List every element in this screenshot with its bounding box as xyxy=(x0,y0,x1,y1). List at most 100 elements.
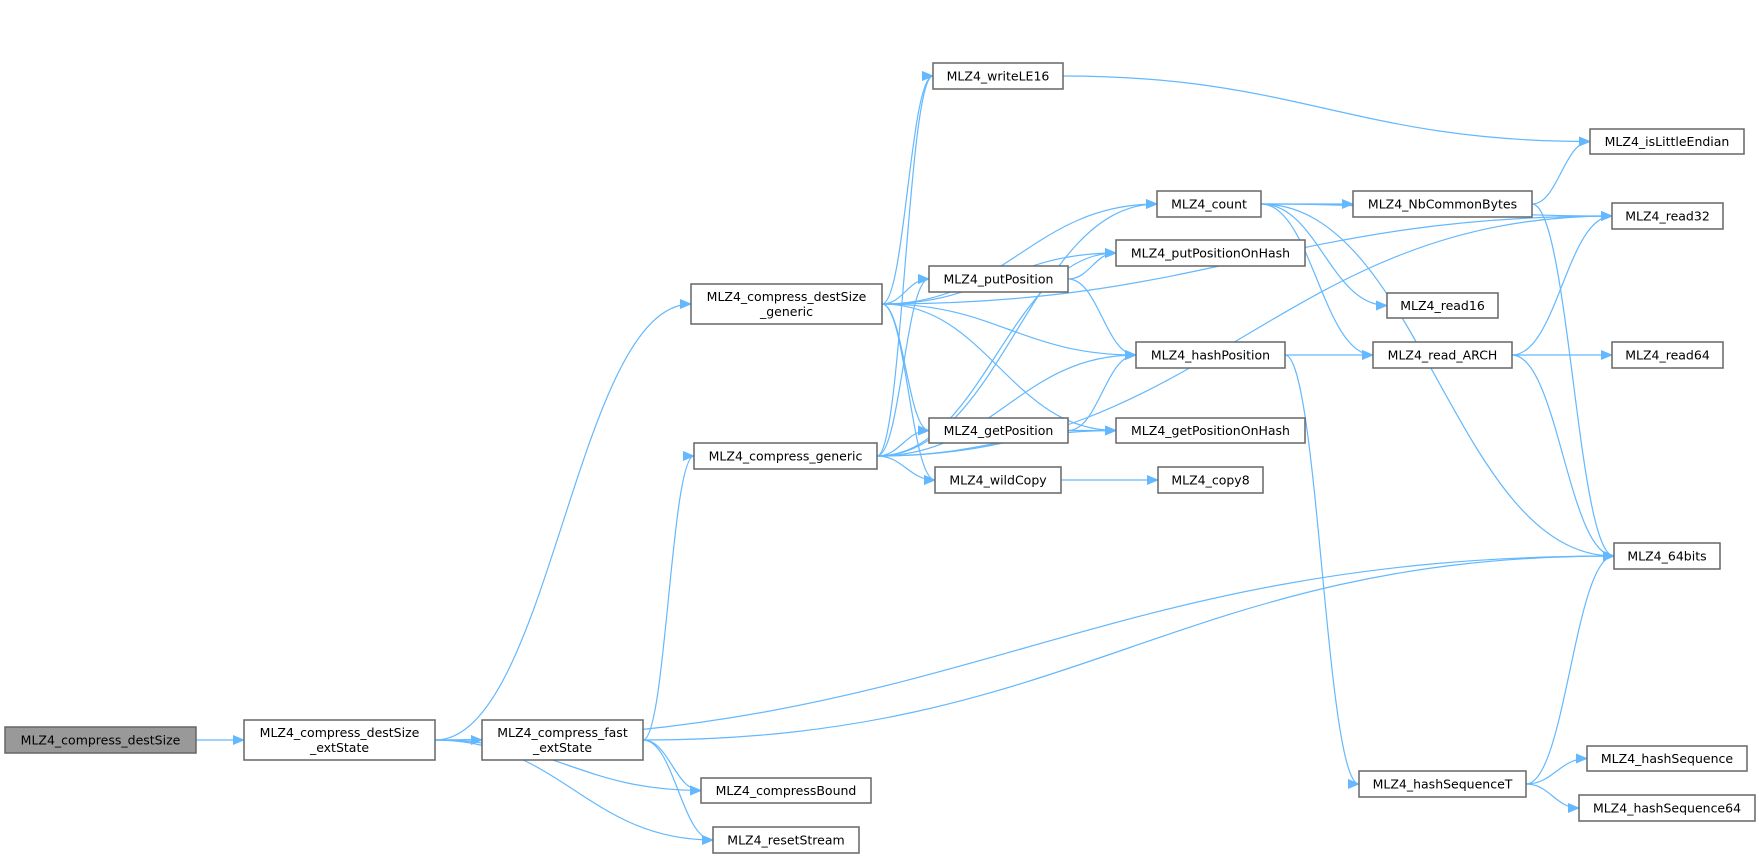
node-box xyxy=(1589,128,1745,155)
node-box xyxy=(1135,341,1286,369)
node-label: MLZ4_64bits xyxy=(1627,549,1706,564)
node-box xyxy=(1115,239,1306,267)
edge-hashSequenceT-to-bits64 xyxy=(1525,551,1615,785)
edge-destSize_extState-to-resetStream xyxy=(434,739,714,845)
node-label: MLZ4_putPosition xyxy=(944,272,1054,287)
node-compressBound[interactable]: MLZ4_compressBound xyxy=(700,777,872,804)
node-label: MLZ4_hashSequenceT xyxy=(1373,777,1513,792)
node-box xyxy=(1613,542,1721,570)
node-label: MLZ4_NbCommonBytes xyxy=(1368,197,1517,212)
node-label: MLZ4_count xyxy=(1171,197,1247,212)
node-copy8[interactable]: MLZ4_copy8 xyxy=(1157,466,1264,494)
node-label: MLZ4_compress_destSize xyxy=(707,289,867,304)
edge-fast_extState-to-bits64 xyxy=(642,551,1615,741)
edge-NbCommonBytes-to-bits64 xyxy=(1531,203,1615,561)
edge-destSize_extState-to-destSize_generic xyxy=(434,299,692,741)
edge-writeLE16-to-isLittleEndian xyxy=(1062,75,1591,147)
node-read_ARCH[interactable]: MLZ4_read_ARCH xyxy=(1372,341,1513,369)
edge-destSize_generic-to-hashPosition xyxy=(881,303,1137,360)
node-label: _extState xyxy=(309,740,369,755)
edge-putPosition-to-hashPosition xyxy=(1067,278,1137,360)
node-writeLE16[interactable]: MLZ4_writeLE16 xyxy=(932,62,1064,90)
edge-destSize_generic-to-getPositionOnHash xyxy=(881,303,1117,436)
node-destSize_generic[interactable]: MLZ4_compress_destSize_generic xyxy=(690,283,883,325)
node-putPosition[interactable]: MLZ4_putPosition xyxy=(928,265,1069,293)
edge-fast_extState-to-resetStream xyxy=(642,739,714,845)
node-box xyxy=(1586,745,1748,772)
node-read32[interactable]: MLZ4_read32 xyxy=(1611,202,1724,230)
node-label: MLZ4_resetStream xyxy=(727,833,844,848)
node-label: MLZ4_compress_destSize xyxy=(21,733,181,748)
node-label: MLZ4_compress_generic xyxy=(709,449,863,464)
node-box xyxy=(1156,190,1262,218)
node-box xyxy=(700,777,872,804)
node-read64[interactable]: MLZ4_read64 xyxy=(1611,341,1724,369)
edge-hashSequenceT-to-hashSequence64 xyxy=(1525,783,1580,813)
node-label: MLZ4_writeLE16 xyxy=(947,69,1050,84)
node-label: MLZ4_hashPosition xyxy=(1151,348,1270,363)
node-box xyxy=(1115,417,1306,444)
node-label: _extState xyxy=(532,740,592,755)
node-compress_generic[interactable]: MLZ4_compress_generic xyxy=(693,442,878,470)
node-hashPosition[interactable]: MLZ4_hashPosition xyxy=(1135,341,1286,369)
edge-destSize_generic-to-wildCopy xyxy=(881,303,936,485)
node-box xyxy=(1386,292,1499,319)
edge-compress_generic-to-putPosition xyxy=(876,274,930,457)
node-count[interactable]: MLZ4_count xyxy=(1156,190,1262,218)
node-label: MLZ4_isLittleEndian xyxy=(1605,134,1730,149)
node-box xyxy=(693,442,878,470)
node-label: MLZ4_getPositionOnHash xyxy=(1131,423,1290,438)
node-label: MLZ4_getPosition xyxy=(944,423,1054,438)
node-putPositionOnHash[interactable]: MLZ4_putPositionOnHash xyxy=(1115,239,1306,267)
edge-destSize_generic-to-count xyxy=(881,199,1158,305)
node-destSize_extState[interactable]: MLZ4_compress_destSize_extState xyxy=(243,719,436,761)
edge-compress_generic-to-putPositionOnHash xyxy=(876,248,1117,457)
edge-destSize_extState-to-bits64 xyxy=(434,551,1615,741)
edge-read_ARCH-to-bits64 xyxy=(1511,354,1615,561)
edge-hashPosition-to-hashSequenceT xyxy=(1284,354,1360,789)
node-hashSequence64[interactable]: MLZ4_hashSequence64 xyxy=(1578,794,1756,822)
node-label: MLZ4_putPositionOnHash xyxy=(1131,246,1290,261)
node-label: MLZ4_read32 xyxy=(1625,209,1710,224)
node-bits64[interactable]: MLZ4_64bits xyxy=(1613,542,1721,570)
node-hashSequenceT[interactable]: MLZ4_hashSequenceT xyxy=(1358,770,1527,798)
edge-compress_generic-to-wildCopy xyxy=(876,455,936,485)
node-label: _generic xyxy=(759,304,813,319)
node-box xyxy=(1358,770,1527,798)
node-read16[interactable]: MLZ4_read16 xyxy=(1386,292,1499,319)
node-box xyxy=(928,417,1069,444)
edge-putPosition-to-putPositionOnHash xyxy=(1067,248,1117,280)
node-wildCopy[interactable]: MLZ4_wildCopy xyxy=(934,466,1062,494)
node-compress_destSize[interactable]: MLZ4_compress_destSize xyxy=(4,726,197,754)
node-label: MLZ4_read16 xyxy=(1400,298,1485,313)
node-box xyxy=(243,719,436,761)
node-box xyxy=(1372,341,1513,369)
node-box xyxy=(1157,466,1264,494)
node-box xyxy=(4,726,197,754)
node-resetStream[interactable]: MLZ4_resetStream xyxy=(712,826,860,854)
node-box xyxy=(690,283,883,325)
edge-destSize_generic-to-writeLE16 xyxy=(881,71,934,305)
edge-hashSequenceT-to-hashSequence xyxy=(1525,753,1588,785)
node-label: MLZ4_compress_fast xyxy=(497,725,628,740)
node-hashSequence[interactable]: MLZ4_hashSequence xyxy=(1586,745,1748,772)
node-isLittleEndian[interactable]: MLZ4_isLittleEndian xyxy=(1589,128,1745,155)
edge-destSize_generic-to-getPosition xyxy=(881,303,930,436)
node-getPositionOnHash[interactable]: MLZ4_getPositionOnHash xyxy=(1115,417,1306,444)
node-box xyxy=(928,265,1069,293)
edge-read_ARCH-to-read32 xyxy=(1511,211,1613,356)
node-box xyxy=(712,826,860,854)
node-NbCommonBytes[interactable]: MLZ4_NbCommonBytes xyxy=(1352,190,1533,218)
edge-count-to-bits64 xyxy=(1260,203,1615,561)
edge-compress_generic-to-writeLE16 xyxy=(876,71,934,457)
node-label: MLZ4_copy8 xyxy=(1171,473,1249,488)
node-box xyxy=(934,466,1062,494)
node-label: MLZ4_wildCopy xyxy=(949,473,1047,488)
node-label: MLZ4_compressBound xyxy=(716,783,857,798)
edge-compress_generic-to-hashPosition xyxy=(876,350,1137,457)
edge-count-to-read_ARCH xyxy=(1260,203,1374,360)
node-box xyxy=(932,62,1064,90)
node-getPosition[interactable]: MLZ4_getPosition xyxy=(928,417,1069,444)
node-label: MLZ4_read_ARCH xyxy=(1388,348,1498,363)
node-fast_extState[interactable]: MLZ4_compress_fast_extState xyxy=(481,719,644,761)
